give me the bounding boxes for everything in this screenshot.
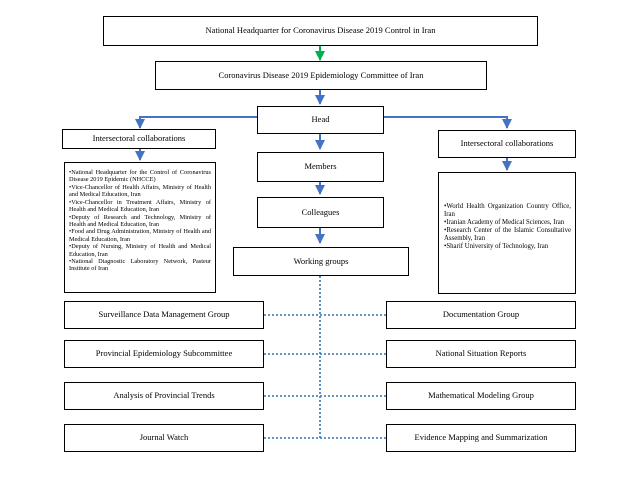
group-box-left: Analysis of Provincial Trends — [64, 382, 264, 410]
list-item: •World Health Organization Country Offic… — [444, 203, 571, 219]
left-collab-title-box: Intersectoral collaborations — [62, 129, 216, 149]
left-collab-list: •National Headquarter for the Control of… — [64, 162, 216, 293]
list-item: •National Diagnostic Laboratory Network,… — [69, 258, 211, 273]
members-box: Members — [257, 152, 384, 182]
arrow-head-to-left-collab — [135, 116, 257, 129]
national-headquarter-box: National Headquarter for Coronavirus Dis… — [103, 16, 538, 46]
group-box-right: Mathematical Modeling Group — [386, 382, 576, 410]
group-box-right: Documentation Group — [386, 301, 576, 329]
arrow-head-to-right-collab — [384, 116, 512, 129]
right-collab-title-box: Intersectoral collaborations — [438, 130, 576, 158]
list-item: •Vice-Chancellor of Health Affairs, Mini… — [69, 183, 211, 199]
working-groups-label: Working groups — [293, 255, 349, 266]
group-label: National Situation Reports — [435, 348, 527, 359]
national-headquarter-label: National Headquarter for Coronavirus Dis… — [205, 25, 436, 36]
group-label: Provincial Epidemiology Subcommittee — [95, 348, 233, 359]
head-label: Head — [311, 114, 330, 125]
group-label: Evidence Mapping and Summarization — [414, 432, 548, 443]
list-item: •Vice-Chancellor in Treatment Affairs, M… — [69, 198, 211, 214]
group-label: Mathematical Modeling Group — [428, 390, 534, 401]
list-item: •Deputy of Research and Technology, Mini… — [69, 213, 211, 228]
group-label: Surveillance Data Management Group — [98, 309, 230, 320]
colleagues-label: Colleagues — [301, 206, 340, 217]
working-groups-box: Working groups — [233, 247, 409, 276]
right-collab-title: Intersectoral collaborations — [460, 138, 554, 149]
dotted-tree — [264, 276, 386, 439]
epidemiology-committee-label: Coronavirus Disease 2019 Epidemiology Co… — [218, 69, 424, 80]
epidemiology-committee-box: Coronavirus Disease 2019 Epidemiology Co… — [155, 61, 487, 90]
group-box-right: Evidence Mapping and Summarization — [386, 424, 576, 452]
right-collab-list: •World Health Organization Country Offic… — [438, 172, 576, 294]
colleagues-box: Colleagues — [257, 197, 384, 228]
group-label: Journal Watch — [139, 432, 189, 443]
group-label: Documentation Group — [442, 309, 520, 320]
head-box: Head — [257, 106, 384, 134]
group-label: Analysis of Provincial Trends — [113, 390, 215, 401]
list-item: •Deputy of Nursing, Ministry of Health a… — [69, 243, 211, 258]
list-item: •Research Center of the Islamic Consulta… — [444, 227, 571, 243]
list-item: •National Headquarter for the Control of… — [69, 169, 211, 184]
list-item: •Sharif University of Technology, Iran — [444, 243, 549, 251]
group-box-right: National Situation Reports — [386, 340, 576, 368]
left-collab-title: Intersectoral collaborations — [92, 133, 186, 144]
list-item: •Iranian Academy of Medical Sciences, Ir… — [444, 219, 565, 227]
group-box-left: Journal Watch — [64, 424, 264, 452]
group-box-left: Surveillance Data Management Group — [64, 301, 264, 329]
list-item: •Food and Drug Administration, Ministry … — [69, 228, 211, 243]
group-box-left: Provincial Epidemiology Subcommittee — [64, 340, 264, 368]
members-label: Members — [304, 161, 337, 172]
